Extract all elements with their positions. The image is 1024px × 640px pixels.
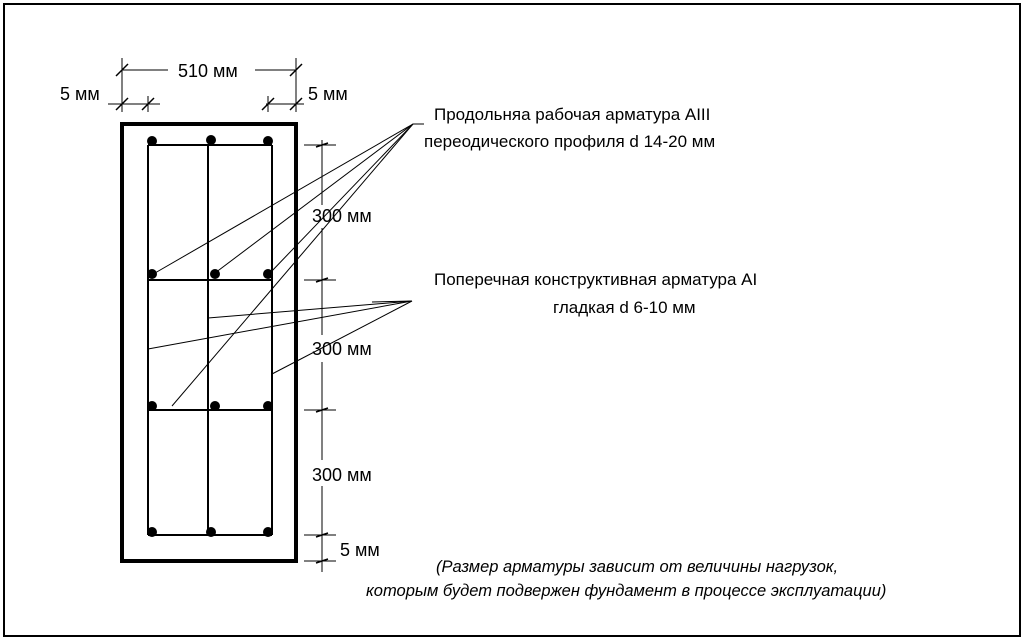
leader-line <box>147 300 413 350</box>
leader-line <box>271 300 413 375</box>
concrete-outline <box>120 122 298 563</box>
leaders-transverse <box>147 300 413 375</box>
callout-transverse-line1: Поперечная конструктивная арматура AI <box>434 270 757 289</box>
leader-line <box>214 123 414 274</box>
tick <box>115 63 129 77</box>
dim-cover-bottom-label: 5 мм <box>340 540 380 560</box>
rebar-dot <box>147 136 157 146</box>
tick <box>289 63 303 77</box>
tick <box>289 97 303 111</box>
callout-longitudinal-line1: Продольняа рабочая арматура AIII <box>434 105 710 124</box>
dim-width-label: 510 мм <box>178 61 238 81</box>
callout-transverse-line2: гладкая d 6-10 мм <box>553 298 696 317</box>
rebar-dot <box>263 527 273 537</box>
rebar-dot <box>263 401 273 411</box>
leader-line <box>171 123 414 407</box>
rebar-dot <box>206 135 216 145</box>
dim-spacing-1-label: 300 мм <box>312 206 372 226</box>
leader-line <box>207 300 413 319</box>
dim-cover-left-label: 5 мм <box>60 84 100 104</box>
leader-line <box>154 123 414 274</box>
right-dimensions <box>304 140 336 572</box>
rebar-dot <box>263 136 273 146</box>
note-line2: которым будет подвержен фундамент в проц… <box>366 582 886 600</box>
rebar-cage <box>147 144 273 536</box>
tick <box>261 97 275 111</box>
frame-border <box>3 3 1021 637</box>
rebar-dot <box>147 527 157 537</box>
rebar-dot <box>263 269 273 279</box>
callout-longitudinal-line2: переодического профиля d 14-20 мм <box>424 132 715 151</box>
dim-cover-right-label: 5 мм <box>308 84 348 104</box>
leader-line <box>269 123 414 274</box>
leader-line <box>371 300 413 303</box>
leaders-longitudinal <box>154 123 424 407</box>
note-line1: (Размер арматуры зависит от величины наг… <box>436 558 838 576</box>
rebar-dot <box>147 269 157 279</box>
dim-spacing-2-label: 300 мм <box>312 339 372 359</box>
rebar-dot <box>147 401 157 411</box>
rebar-dot <box>206 527 216 537</box>
tick <box>141 97 155 111</box>
rebar-dot <box>210 401 220 411</box>
rebar-dots <box>147 135 273 537</box>
tick <box>115 97 129 111</box>
dim-spacing-3-label: 300 мм <box>312 465 372 485</box>
top-dimensions <box>108 58 304 112</box>
